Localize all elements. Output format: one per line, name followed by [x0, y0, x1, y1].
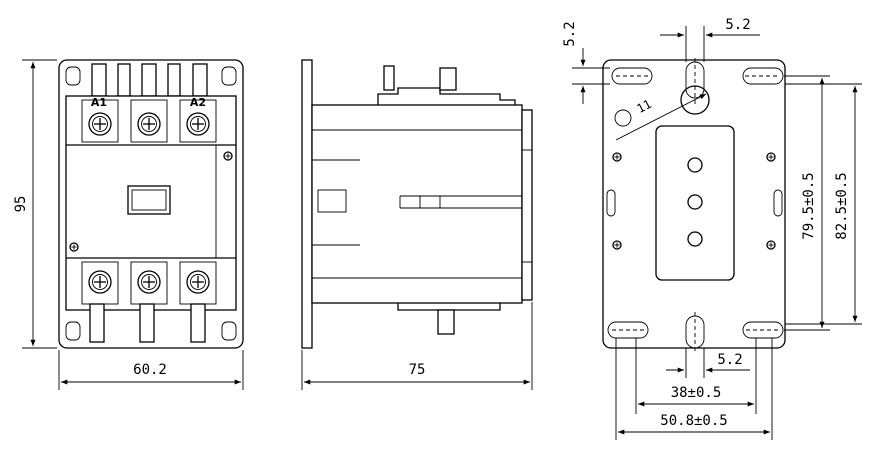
front-cover-screw-top — [223, 151, 233, 161]
mounting-view: 5.2 5.2 11 79.5±0.5 82.5±0.5 5.2 38±0.5 — [562, 17, 862, 440]
rear-mounting-plate — [602, 59, 786, 349]
rear-label-panel — [655, 125, 735, 281]
side-body — [311, 104, 523, 304]
inner-width-label: 38±0.5 — [671, 385, 722, 401]
top-terminal-row — [81, 99, 217, 143]
mounting-hole — [680, 85, 710, 115]
outer-height-label: 82.5±0.5 — [834, 172, 850, 239]
terminal-a2-label: A2 — [190, 96, 206, 109]
front-height-label: 95 — [13, 196, 29, 213]
side-mounting-plate — [301, 59, 313, 349]
hole-diameter-label: 11 — [634, 97, 653, 116]
inner-height-label: 79.5±0.5 — [801, 172, 817, 239]
front-mounting-plate — [58, 59, 244, 349]
front-cover-screw-bottom — [69, 242, 79, 252]
outer-width-label: 50.8±0.5 — [660, 413, 727, 429]
bottom-slot-width-label: 5.2 — [717, 352, 742, 368]
front-width-label: 60.2 — [133, 362, 167, 378]
side-depth-label: 75 — [409, 362, 426, 378]
side-view: 75 — [301, 59, 533, 390]
front-view: A1 A2 95 60.2 — [13, 59, 244, 390]
indicator-window — [127, 185, 171, 215]
top-slot-width-label: 5.2 — [725, 17, 750, 33]
slot-height-label: 5.2 — [562, 21, 578, 46]
terminal-a1-label: A1 — [91, 96, 107, 109]
